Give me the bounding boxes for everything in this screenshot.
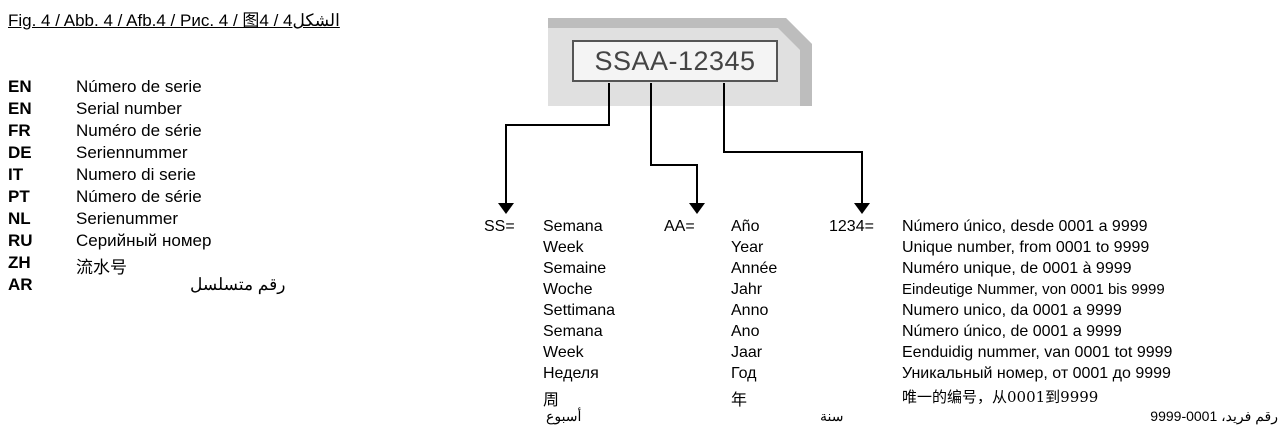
aa-arrowhead	[689, 203, 705, 214]
lang-text: Numéro de série	[76, 121, 202, 140]
ss-arrowhead	[498, 203, 514, 214]
lang-text: Número de serie	[76, 77, 202, 96]
lang-code: EN	[8, 77, 32, 96]
year-word: Jaar	[731, 344, 763, 361]
week-word: Week	[543, 239, 584, 256]
year-word: Ano	[731, 323, 760, 340]
week-word: Semana	[543, 323, 603, 340]
lang-code: FR	[8, 121, 31, 140]
year-word: Année	[731, 260, 778, 277]
number-word: Eenduidig nummer, van 0001 tot 9999	[902, 344, 1173, 361]
year-word: Jahr	[731, 281, 763, 298]
ss-key: SS=	[484, 218, 515, 235]
lang-code: ZH	[8, 253, 31, 272]
year-word: 年	[731, 392, 748, 409]
week-word: أسبوع	[546, 408, 582, 424]
number-word: Numero unico, da 0001 a 9999	[902, 302, 1122, 319]
ss-connector	[505, 83, 610, 205]
number-word: Numéro unique, de 0001 à 9999	[902, 260, 1132, 277]
week-word: Semana	[543, 218, 603, 235]
year-word: Год	[731, 365, 757, 382]
lang-code: EN	[8, 99, 32, 118]
week-word: Semaine	[543, 260, 607, 277]
number-word: 唯一的编号，从0001到9999	[902, 388, 1099, 406]
number-word: Número único, desde 0001 a 9999	[902, 218, 1148, 235]
year-word: سنة	[820, 408, 844, 424]
week-word: Неделя	[543, 365, 599, 382]
lang-text: Numero di serie	[76, 165, 196, 184]
number-connector	[723, 83, 863, 205]
lang-text: Серийный номер	[76, 231, 212, 250]
serial-label: SSAA-12345	[572, 40, 778, 82]
aa-connector	[650, 83, 698, 205]
lang-text: 流水号	[76, 258, 127, 277]
lang-text: Serienummer	[76, 209, 179, 228]
number-key: 1234=	[829, 218, 874, 235]
year-word: Year	[731, 239, 764, 256]
number-word: Número único, de 0001 a 9999	[902, 323, 1122, 340]
lang-code: AR	[8, 275, 33, 294]
number-arrowhead	[854, 203, 870, 214]
week-word: Settimana	[543, 302, 616, 319]
figure-caption: Fig. 4 / Abb. 4 / Afb.4 / Рис. 4 / 图4 / …	[8, 11, 340, 30]
number-word: رقم فريد، 0001-9999	[1150, 408, 1278, 424]
lang-text: Serial number	[76, 99, 182, 118]
week-word: Week	[543, 344, 584, 361]
aa-key: AA=	[664, 218, 695, 235]
number-word: Уникальный номер, от 0001 до 9999	[902, 365, 1171, 382]
week-word: 周	[543, 392, 560, 409]
week-word: Woche	[543, 281, 593, 298]
number-word: Eindeutige Nummer, von 0001 bis 9999	[902, 281, 1165, 298]
label-plate-shade	[548, 18, 812, 106]
lang-text: رقم متسلسل	[190, 275, 286, 294]
lang-text: Seriennummer	[76, 143, 188, 162]
lang-code: RU	[8, 231, 33, 250]
year-word: Año	[731, 218, 760, 235]
lang-text: Número de série	[76, 187, 202, 206]
lang-code: NL	[8, 209, 31, 228]
lang-code: IT	[8, 165, 24, 184]
year-word: Anno	[731, 302, 769, 319]
number-word: Unique number, from 0001 to 9999	[902, 239, 1150, 256]
lang-code: DE	[8, 143, 32, 162]
lang-code: PT	[8, 187, 30, 206]
